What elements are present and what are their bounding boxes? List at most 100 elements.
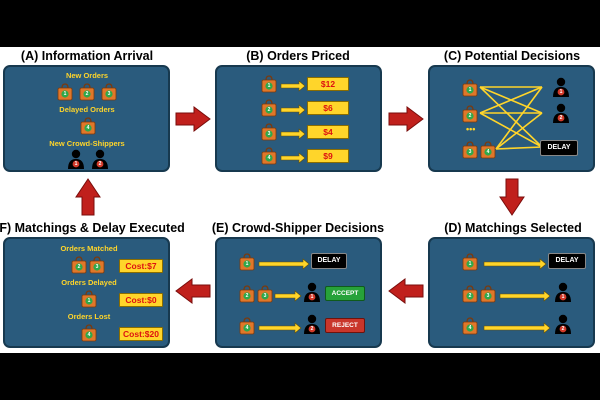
crowd-shipper-icon: 2 <box>91 149 109 174</box>
order-id: 2 <box>267 107 271 113</box>
delay-box: DELAY <box>540 140 578 156</box>
crowd-shipper-icon: 2 <box>554 314 572 339</box>
order-id: 4 <box>468 325 472 331</box>
order-bag-icon: 1 <box>462 79 478 102</box>
flow-arrow-c-to-d <box>499 178 525 216</box>
order-bag-icon: 4 <box>80 117 96 140</box>
flow-arrow-d-to-e <box>388 278 424 304</box>
flow-arrow-b-to-c <box>388 106 424 132</box>
panel-b: 1 $12 2 $6 3 $4 4 $9 <box>215 65 382 172</box>
panel-d-title: (D) Matchings Selected <box>444 221 582 235</box>
right-arrow-icon <box>258 320 302 338</box>
order-bag-icon: 2 <box>79 83 95 106</box>
shipper-id: 1 <box>310 294 314 300</box>
panel-b-title: (B) Orders Priced <box>246 49 350 63</box>
order-bag-icon: 2 <box>261 99 277 122</box>
ellipsis: ••• <box>466 124 476 134</box>
delay-box: DELAY <box>548 253 586 269</box>
right-arrow-icon <box>280 102 306 120</box>
cost-tag: Cost:$7 <box>119 259 163 273</box>
right-arrow-icon <box>280 126 306 144</box>
orders-delayed-label: Orders Delayed <box>61 278 117 287</box>
order-id: 4 <box>267 155 271 161</box>
price-tag: $6 <box>307 101 349 115</box>
right-arrow-icon <box>280 78 306 96</box>
order-bag-icon: 3 <box>462 141 478 164</box>
crowd-shipper-icon: 2 <box>303 314 321 339</box>
reject-badge: REJECT <box>325 318 365 333</box>
crowd-shipper-icon: 1 <box>67 149 85 174</box>
crowd-shipper-icon: 2 <box>552 103 570 128</box>
order-bag-icon: 4 <box>239 317 255 340</box>
order-bag-icon: 1 <box>57 83 73 106</box>
order-bag-icon: 3 <box>261 123 277 146</box>
crowd-shipper-icon: 1 <box>552 77 570 102</box>
order-id: 4 <box>245 325 249 331</box>
flow-arrow-f-to-a <box>75 178 101 216</box>
order-id: 1 <box>87 298 91 304</box>
order-bag-icon: 4 <box>261 147 277 170</box>
right-arrow-icon <box>483 320 551 338</box>
order-id: 3 <box>267 131 271 137</box>
order-id: 1 <box>267 83 271 89</box>
orders-matched-label: Orders Matched <box>60 244 118 253</box>
right-arrow-icon <box>499 288 551 306</box>
order-bag-icon: 3 <box>89 256 105 279</box>
panel-a-title: (A) Information Arrival <box>20 49 154 63</box>
crowd-shipper-icon: 1 <box>554 282 572 307</box>
order-bag-icon: 4 <box>480 141 496 164</box>
order-id: 2 <box>85 91 89 97</box>
right-arrow-icon <box>483 256 547 274</box>
order-id: 2 <box>245 293 249 299</box>
shipper-id: 2 <box>561 326 565 332</box>
right-arrow-icon <box>258 256 310 274</box>
orders-lost-label: Orders Lost <box>67 312 111 321</box>
crowd-shipper-icon: 1 <box>303 282 321 307</box>
order-bag-icon: 1 <box>261 75 277 98</box>
order-bag-icon: 1 <box>462 253 478 276</box>
order-bag-icon: 2 <box>462 105 478 128</box>
order-bag-icon: 2 <box>71 256 87 279</box>
shipper-id: 1 <box>561 294 565 300</box>
order-bag-icon: 3 <box>480 285 496 308</box>
shipper-id: 2 <box>98 161 102 167</box>
price-tag: $12 <box>307 77 349 91</box>
panel-d: 1 DELAY 2 3 1 4 2 <box>428 237 595 348</box>
order-id: 3 <box>263 293 267 299</box>
order-id: 2 <box>468 293 472 299</box>
order-id: 3 <box>107 91 111 97</box>
panel-f: Orders Matched 2 3 Cost:$7 Orders Delaye… <box>3 237 170 348</box>
order-id: 4 <box>486 149 490 155</box>
right-arrow-icon <box>274 288 302 306</box>
order-bag-icon: 2 <box>462 285 478 308</box>
order-id: 2 <box>468 113 472 119</box>
order-bag-icon: 4 <box>81 324 97 347</box>
flow-arrow-a-to-b <box>175 106 211 132</box>
order-id: 1 <box>63 91 67 97</box>
panel-e: 1 DELAY 2 3 1 ACCEPT 4 2 REJECT <box>215 237 382 348</box>
delayed-orders-label: Delayed Orders <box>59 105 115 114</box>
price-tag: $4 <box>307 125 349 139</box>
diagram-canvas: (A) Information Arrival (B) Orders Price… <box>0 47 600 353</box>
order-bag-icon: 3 <box>257 285 273 308</box>
delay-box: DELAY <box>311 253 347 269</box>
flow-arrow-e-to-f <box>175 278 211 304</box>
new-crowd-shippers-label: New Crowd-Shippers <box>49 139 125 148</box>
order-id: 1 <box>245 261 249 267</box>
shipper-id: 1 <box>559 89 563 95</box>
order-id: 4 <box>86 125 90 131</box>
order-id: 4 <box>87 332 91 338</box>
panel-e-title: (E) Crowd-Shipper Decisions <box>211 221 385 235</box>
shipper-id: 1 <box>74 161 78 167</box>
cost-tag: Cost:$20 <box>119 327 163 341</box>
order-id: 3 <box>486 293 490 299</box>
panel-c-title: (C) Potential Decisions <box>443 49 581 63</box>
order-bag-icon: 2 <box>239 285 255 308</box>
panel-f-title: (F) Matchings & Delay Executed <box>0 221 185 235</box>
right-arrow-icon <box>280 150 306 168</box>
cost-tag: Cost:$0 <box>119 293 163 307</box>
order-bag-icon: 1 <box>81 290 97 313</box>
panel-c: 1 2 ••• 3 4 1 2 DELAY <box>428 65 595 172</box>
decision-links <box>479 86 543 150</box>
accept-badge: ACCEPT <box>325 286 365 301</box>
